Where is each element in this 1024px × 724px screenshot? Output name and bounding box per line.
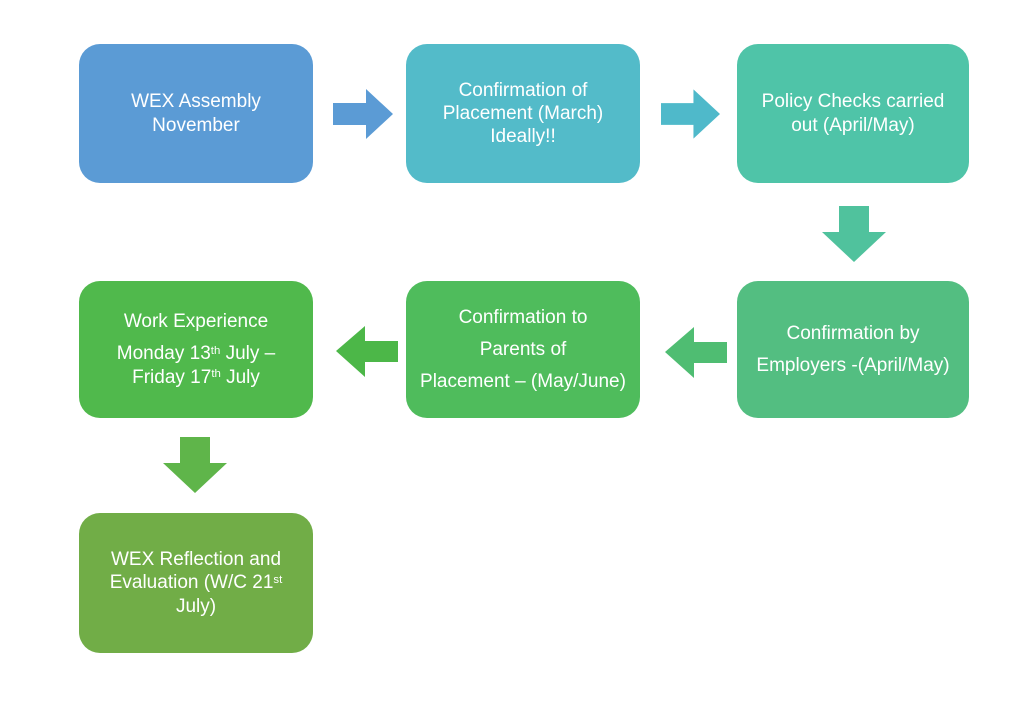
down-arrow-icon xyxy=(822,206,886,262)
flowchart-node-text: Confirmation to xyxy=(458,306,588,328)
flowchart-node-policy-checks: Policy Checks carried out (April/May) xyxy=(737,44,969,183)
right-arrow-icon xyxy=(661,89,720,139)
right-arrow-icon xyxy=(333,89,393,139)
flowchart-node-confirmation-by-employers: Confirmation by Employers -(April/May) xyxy=(737,281,969,418)
flowchart-node-text: Confirmation of Placement (March) Ideall… xyxy=(442,79,604,148)
flowchart-node-text: Parents of xyxy=(479,338,567,360)
flowchart-node-text: Policy Checks carried out (April/May) xyxy=(761,91,945,136)
flowchart-node-confirmation-of-placement: Confirmation of Placement (March) Ideall… xyxy=(406,44,640,183)
flowchart-node-text: WEX Reflection and Evaluation (W/C 21st … xyxy=(109,549,283,617)
flowchart-node-confirmation-to-parents: Confirmation to Parents of Placement – (Ma… xyxy=(406,281,640,418)
flowchart-node-wex-assembly: WEX Assembly November xyxy=(79,44,313,183)
flowchart-node-text: Monday 13th July – Friday 17th July xyxy=(116,343,276,388)
flowchart-node-text: Confirmation by xyxy=(786,322,920,344)
flowchart-node-text: WEX Assembly November xyxy=(131,91,261,136)
left-arrow-icon xyxy=(665,327,727,378)
flowchart-node-text: Placement – (May/June) xyxy=(420,371,626,393)
flowchart-node-wex-reflection-evaluation: WEX Reflection and Evaluation (W/C 21st … xyxy=(79,513,313,653)
left-arrow-icon xyxy=(336,326,398,377)
flowchart-node-text: Employers -(April/May) xyxy=(756,355,950,376)
down-arrow-icon xyxy=(163,437,227,493)
flowchart-node-text: Work Experience xyxy=(123,311,269,333)
